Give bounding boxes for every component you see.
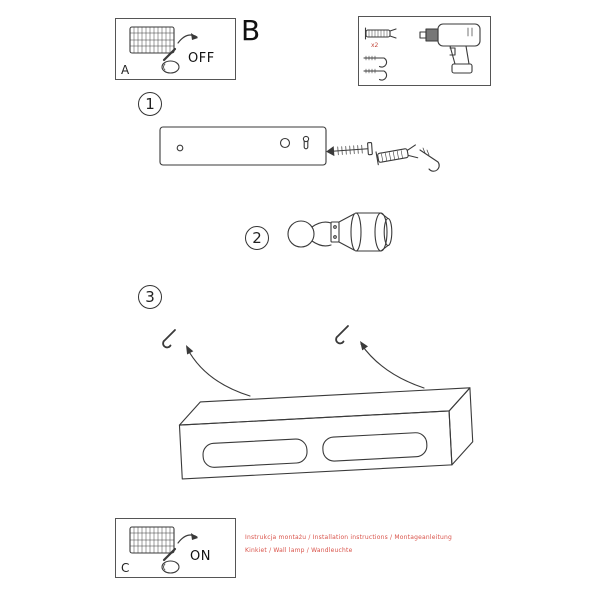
- lamp-front-face: [178, 410, 453, 480]
- footer-line-2: Kinkiet / Wall lamp / Wandleuchte: [245, 547, 353, 554]
- arrow-left-icon: [186, 345, 251, 397]
- hook-screw-icon: [363, 55, 388, 68]
- hook-screw-icon-2: [363, 68, 388, 81]
- hook-icon-right: [335, 325, 349, 345]
- lamp-socket-illustration: [287, 212, 393, 252]
- panel-a-label: A: [121, 63, 130, 77]
- switch-on-label: ON: [190, 549, 211, 564]
- section-b-label: B: [241, 14, 261, 47]
- diffuser-slot-right: [322, 432, 428, 462]
- wall-lamp-illustration: [178, 387, 474, 480]
- hand-icon: [161, 60, 180, 74]
- screw-icon: [326, 141, 373, 157]
- flip-arrowhead: [191, 33, 198, 40]
- panel-tools: [358, 16, 491, 86]
- panel-c-label: C: [121, 561, 130, 575]
- step-1-number: 1: [138, 92, 162, 116]
- switch-off-label: OFF: [188, 51, 215, 66]
- footer-text: Instrukcja montażu / Installation instru…: [245, 531, 452, 557]
- switch-texture: [129, 26, 175, 54]
- footer-line-1: Instrukcja montażu / Installation instru…: [245, 534, 453, 541]
- tools-illustration: [363, 23, 481, 81]
- diffuser-slot-left: [202, 438, 308, 468]
- step-2-number: 2: [245, 226, 269, 250]
- socket-body: [330, 212, 393, 252]
- hook-icon-left: [162, 329, 176, 349]
- plate-keyhole: [302, 135, 310, 150]
- screw-tip-arrow: [326, 146, 335, 157]
- lamp-top-face: [178, 387, 471, 426]
- panel-switch-on: C ON: [115, 518, 236, 578]
- cable-bottom: [311, 240, 332, 247]
- plate-hole-left: [176, 144, 184, 152]
- cable-loop: [287, 220, 315, 248]
- step-3-number: 3: [138, 285, 162, 309]
- hand-thumb: [163, 63, 166, 71]
- hand-finger: [162, 47, 177, 62]
- panel-switch-off: A OFF: [115, 18, 236, 80]
- switch-off-illustration: [129, 26, 198, 74]
- plate-hole-center: [279, 137, 291, 149]
- mounting-plate-illustration: [159, 126, 327, 166]
- cable-top: [311, 221, 332, 228]
- drill-icon: [419, 23, 481, 74]
- anchor-count-label: x2: [371, 42, 379, 49]
- mounting-plate: [159, 126, 327, 166]
- hook-icon-step1: [419, 147, 440, 172]
- arrow-right-icon: [360, 341, 425, 389]
- wall-plug-icon: [364, 27, 397, 40]
- wall-anchor-icon: [375, 144, 419, 166]
